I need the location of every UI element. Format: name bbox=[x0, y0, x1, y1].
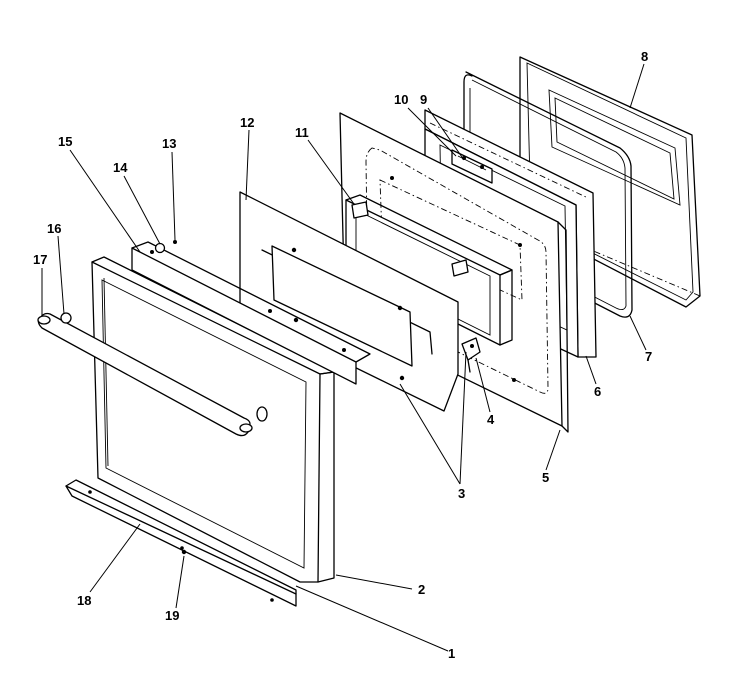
callout-1: 1 bbox=[448, 646, 455, 661]
callout-3: 3 bbox=[458, 486, 465, 501]
part-13-screw bbox=[173, 240, 177, 244]
part-19-screw bbox=[181, 549, 187, 555]
part-12-window-pack bbox=[239, 191, 459, 412]
callout-17: 17 bbox=[33, 252, 47, 267]
part-15-top-trim bbox=[131, 241, 371, 385]
callout-12: 12 bbox=[240, 115, 254, 130]
callout-13: 13 bbox=[162, 136, 176, 151]
callout-8: 8 bbox=[641, 49, 648, 64]
callout-7: 7 bbox=[645, 349, 652, 364]
callout-4: 4 bbox=[487, 412, 495, 427]
callout-6: 6 bbox=[594, 384, 601, 399]
callout-19: 19 bbox=[165, 608, 179, 623]
callout-11: 11 bbox=[295, 125, 309, 140]
part-4-hinge-clip bbox=[461, 337, 481, 373]
callout-15: 15 bbox=[58, 134, 72, 149]
callout-2: 2 bbox=[418, 582, 425, 597]
part-18-bottom-trim bbox=[65, 479, 297, 607]
callout-18: 18 bbox=[77, 593, 91, 608]
leader-lines bbox=[41, 63, 647, 652]
part-16-handle-cap bbox=[60, 312, 268, 422]
part-17-door-handle bbox=[37, 312, 253, 437]
part-2-outer-door-frame bbox=[91, 256, 335, 583]
part-14-washer bbox=[154, 242, 166, 254]
callout-14: 14 bbox=[113, 160, 128, 175]
callout-16: 16 bbox=[47, 221, 61, 236]
callout-5: 5 bbox=[542, 470, 549, 485]
callout-10: 10 bbox=[394, 92, 408, 107]
callout-9: 9 bbox=[420, 92, 427, 107]
